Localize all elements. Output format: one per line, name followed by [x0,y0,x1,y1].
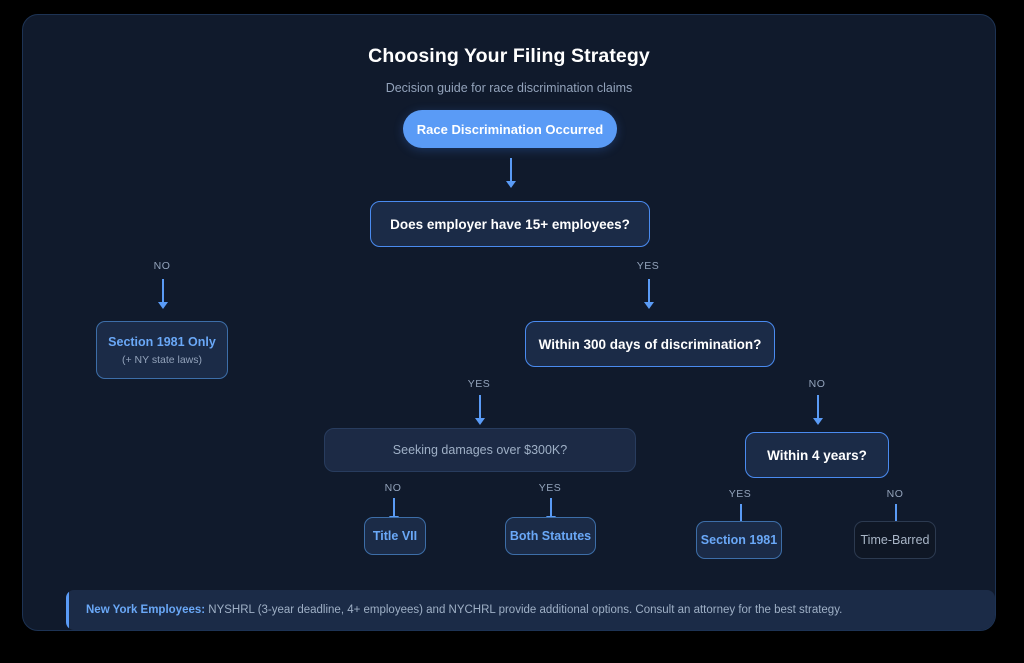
arrow-employees-no [152,279,174,309]
footer-note: New York Employees: NYSHRL (3-year deadl… [66,590,995,630]
node-within-300-days-of-discrimination[interactable]: Within 300 days of discrimination? [525,321,775,367]
node-title-vii[interactable]: Title VII [364,517,426,555]
branch-label-employees-no: NO [153,260,171,272]
node-label: Section 1981 [700,533,778,547]
footer-note-body: NYSHRL (3-year deadline, 4+ employees) a… [205,603,843,616]
page-subtitle: Decision guide for race discrimination c… [385,81,633,95]
branch-label-damages-no: NO [384,482,402,494]
branch-label-days300-no: NO [808,378,826,390]
node-label: Within 300 days of discrimination? [538,336,762,352]
node-within-4-years[interactable]: Within 4 years? [745,432,889,478]
node-label: Race Discrimination Occurred [416,121,604,137]
arrow-days300-yes [469,395,491,425]
footer-note-text: New York Employees: NYSHRL (3-year deadl… [66,603,842,618]
node-label: Time-Barred [860,533,930,547]
node-seeking-damages-over-300k[interactable]: Seeking damages over $300K? [324,428,636,472]
branch-label-days300-yes: YES [467,378,491,390]
node-label: Within 4 years? [767,447,867,463]
node-section-1981-only[interactable]: Section 1981 Only (+ NY state laws) [96,321,228,379]
node-time-barred[interactable]: Time-Barred [854,521,936,559]
arrow-days300-no [807,395,829,425]
node-label: Seeking damages over $300K? [392,443,568,457]
page-title: Choosing Your Filing Strategy [368,45,650,67]
footer-note-emphasis: New York Employees: [86,603,206,616]
node-label: Section 1981 Only [108,334,216,349]
arrow-start-to-employees [500,158,522,188]
branch-label-damages-yes: YES [538,482,562,494]
arrow-employees-yes [638,279,660,309]
branch-label-years4-yes: YES [728,488,752,500]
flowchart-card: Choosing Your Filing Strategy Decision g… [22,14,996,631]
node-does-employer-have-15-employees[interactable]: Does employer have 15+ employees? [370,201,650,247]
node-label: Does employer have 15+ employees? [390,216,630,232]
node-label: Both Statutes [509,529,592,543]
branch-label-employees-yes: YES [636,260,660,272]
node-sublabel: (+ NY state laws) [121,353,203,366]
node-section-1981[interactable]: Section 1981 [696,521,782,559]
node-label: Title VII [372,529,418,543]
branch-label-years4-no: NO [886,488,904,500]
node-both-statutes[interactable]: Both Statutes [505,517,596,555]
node-race-discrimination-occurred[interactable]: Race Discrimination Occurred [403,110,617,148]
footer-accent-bar [66,590,69,630]
